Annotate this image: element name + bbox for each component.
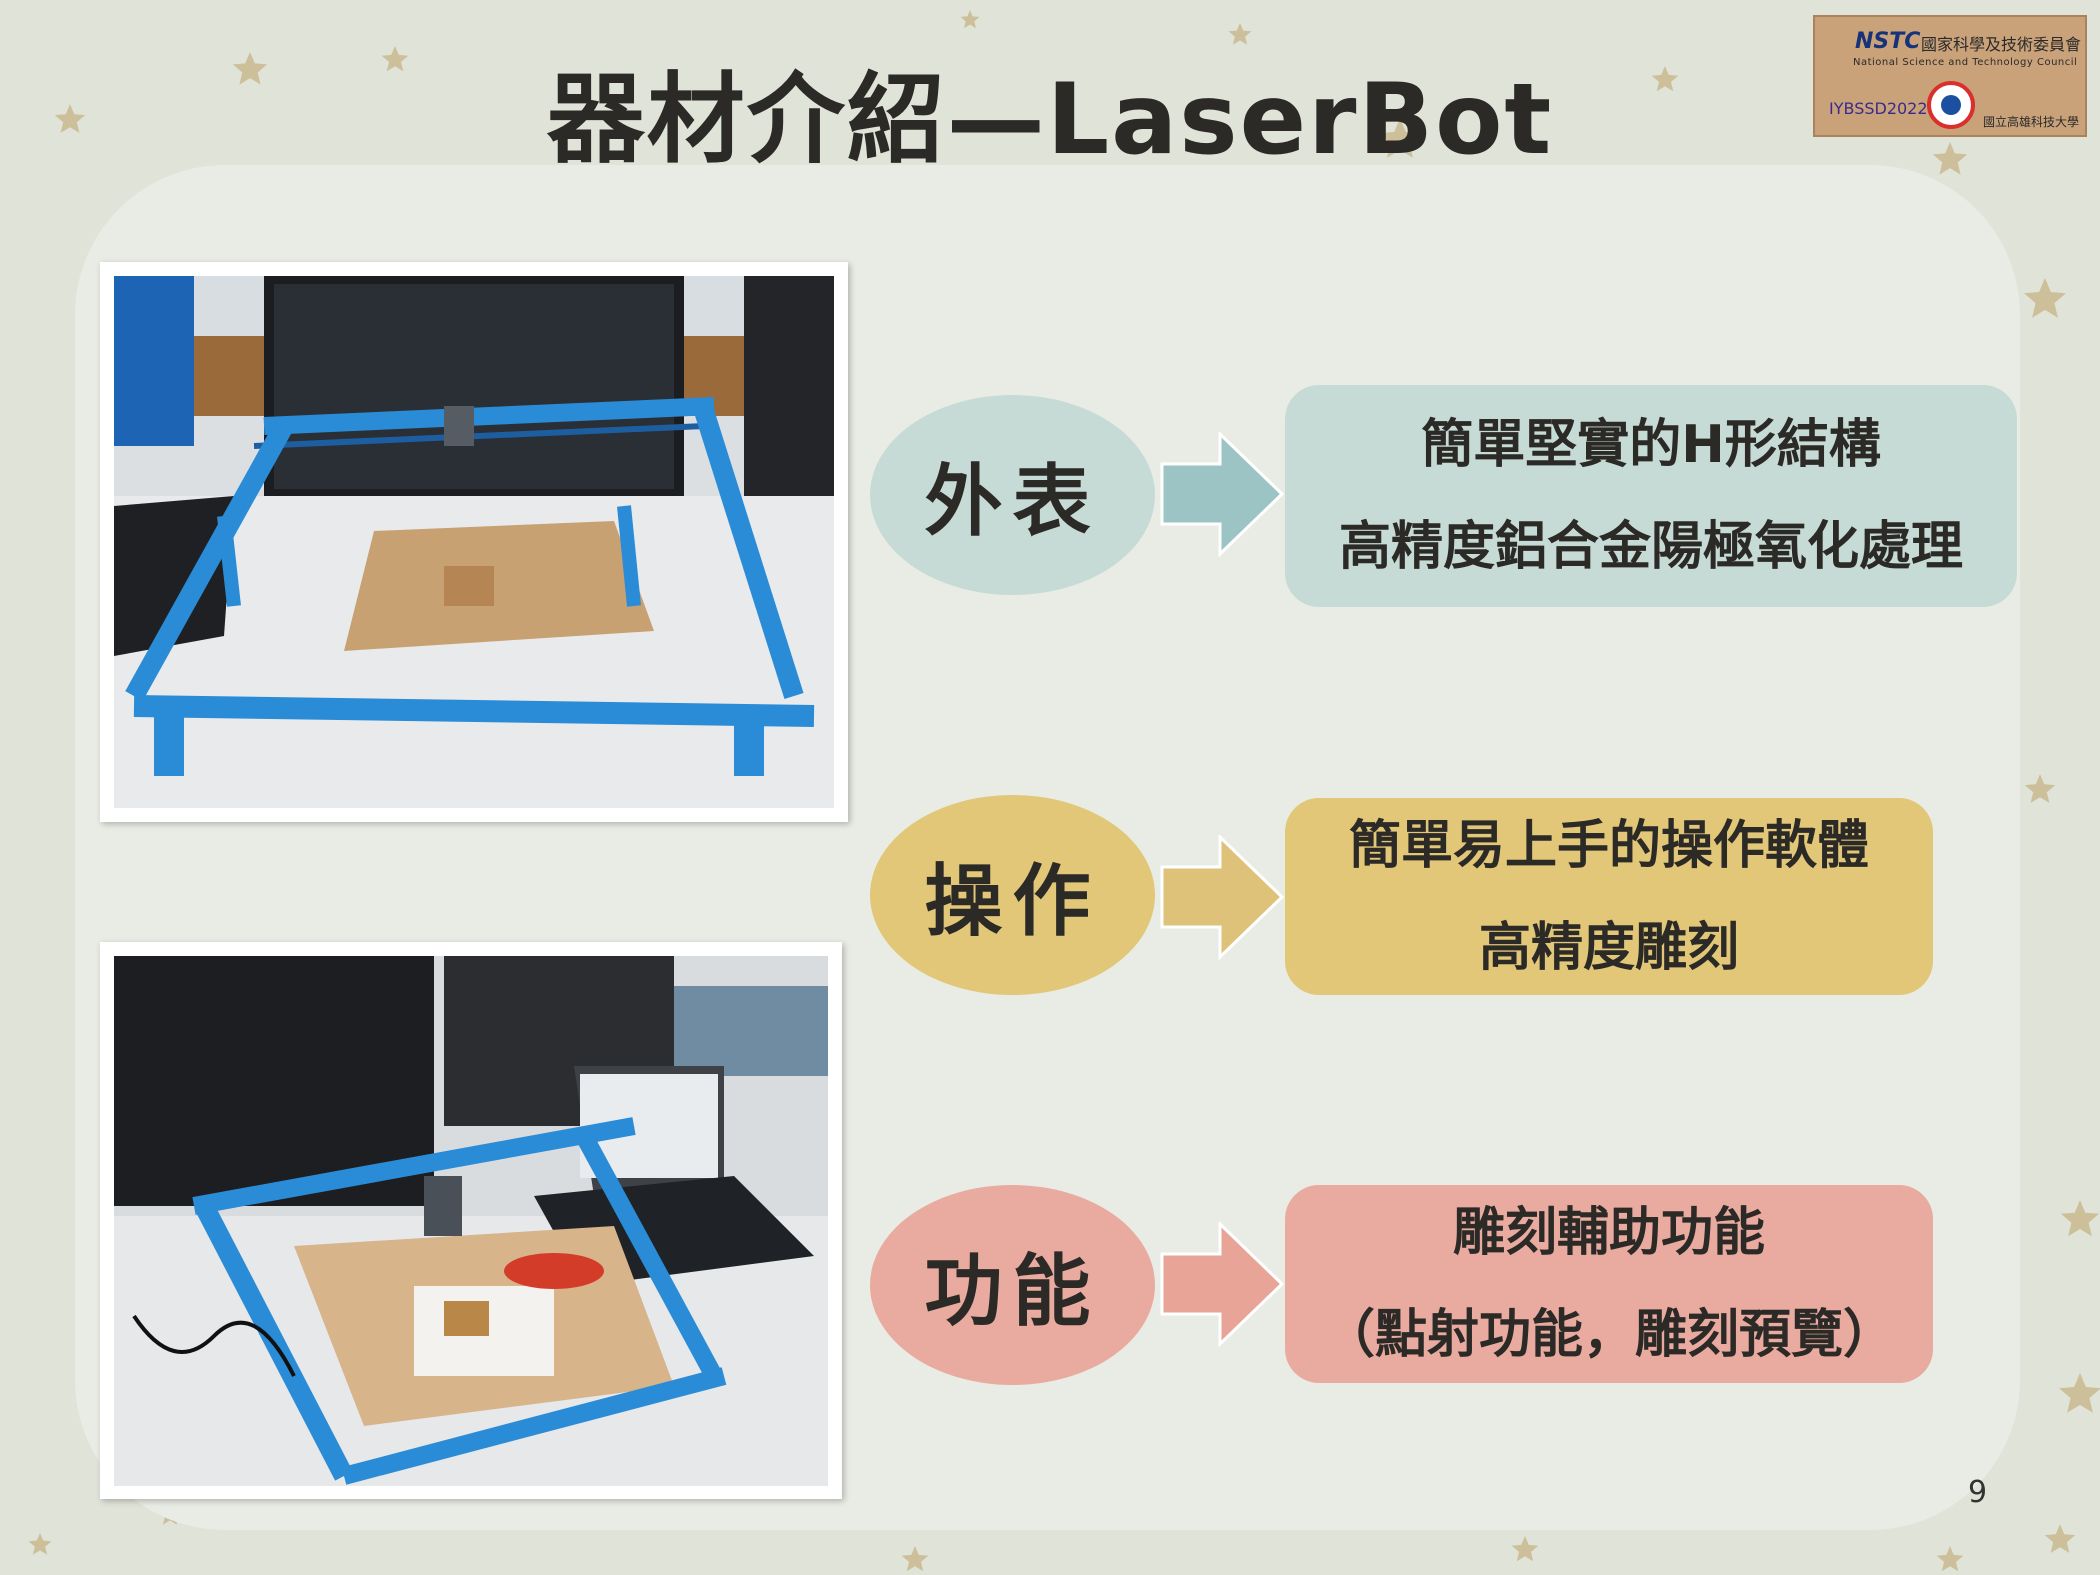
feature-description-appearance: 簡單堅實的H形結構 高精度鋁合金陽極氧化處理 xyxy=(1285,385,2017,607)
laserbot-photo-bottom xyxy=(100,942,842,1499)
nstc-logo-mark: NSTC xyxy=(1855,29,1921,54)
star-icon xyxy=(2024,278,2066,318)
star-icon xyxy=(54,104,86,133)
feature-description-line: 雕刻輔助功能 xyxy=(1452,1203,1765,1263)
university-emblem xyxy=(1927,81,1975,129)
star-icon xyxy=(1936,1546,1964,1572)
feature-label-appearance: 外表 xyxy=(870,395,1155,595)
arrow-right-icon xyxy=(1160,1222,1285,1347)
laserbot-frame-image xyxy=(114,276,834,808)
nstc-english-name: National Science and Technology Council xyxy=(1853,57,2078,68)
star-icon xyxy=(381,46,409,72)
star-icon xyxy=(1932,142,1968,175)
star-icon xyxy=(1651,66,1679,92)
star-icon xyxy=(28,1533,52,1555)
feature-description-line: 高精度鋁合金陽極氧化處理 xyxy=(1338,517,1963,577)
arrow-right-icon xyxy=(1160,432,1285,557)
institution-logo: NSTC 國家科學及技術委員會 National Science and Tec… xyxy=(1813,15,2087,137)
laserbot-photo-top xyxy=(100,262,848,822)
star-icon xyxy=(2024,774,2056,803)
star-icon xyxy=(901,1546,929,1572)
arrow-right-icon xyxy=(1160,835,1285,960)
nstc-chinese-name: 國家科學及技術委員會 xyxy=(1921,35,2082,54)
laserbot-engraving-image xyxy=(114,956,828,1486)
star-icon xyxy=(1228,23,1252,45)
feature-description-line: 簡單易上手的操作軟體 xyxy=(1348,815,1869,876)
iybssd-logo: IYBSSD2022 xyxy=(1829,99,1928,118)
university-name: 國立高雄科技大學 xyxy=(1983,115,2080,129)
star-icon xyxy=(2059,1373,2100,1413)
star-icon xyxy=(2044,1524,2076,1553)
star-icon xyxy=(1379,118,1421,158)
star-icon xyxy=(960,10,980,29)
star-icon xyxy=(232,52,268,85)
feature-label-operation: 操作 xyxy=(870,795,1155,995)
feature-description-line: （點射功能，雕刻預覽） xyxy=(1322,1305,1895,1365)
feature-label-function: 功能 xyxy=(870,1185,1155,1385)
feature-description-line: 高精度雕刻 xyxy=(1478,917,1739,978)
page-number: 9 xyxy=(1968,1475,1988,1510)
star-icon xyxy=(2061,1200,2099,1237)
feature-description-function: 雕刻輔助功能 （點射功能，雕刻預覽） xyxy=(1285,1185,1933,1383)
feature-description-operation: 簡單易上手的操作軟體 高精度雕刻 xyxy=(1285,798,1933,995)
feature-description-line: 簡單堅實的H形結構 xyxy=(1421,415,1881,475)
page-title: 器材介紹—LaserBot xyxy=(546,63,1554,177)
star-icon xyxy=(1511,1536,1539,1562)
